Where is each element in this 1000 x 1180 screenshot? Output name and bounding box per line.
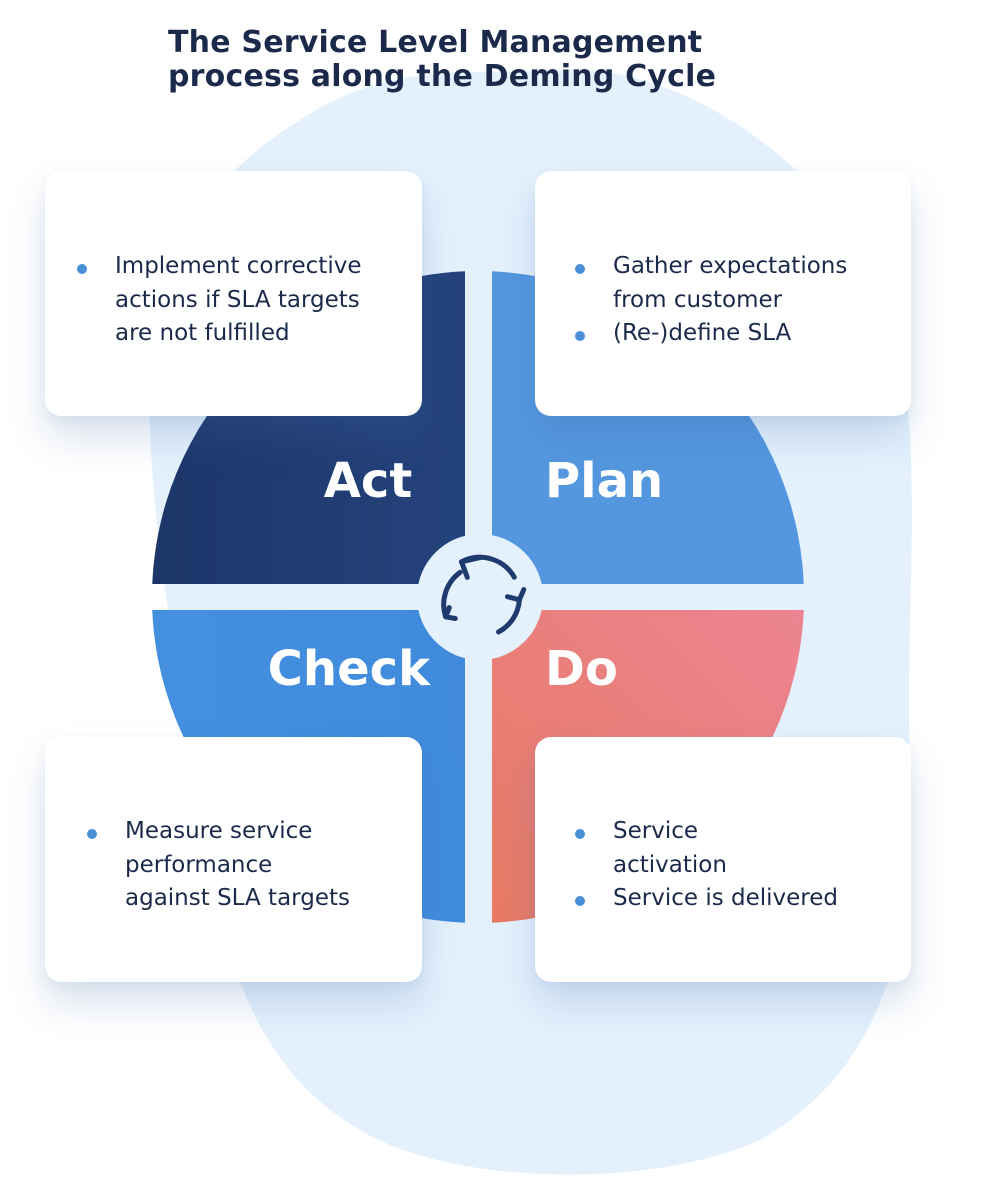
bullet-icon: [77, 264, 87, 274]
item-line: activation: [613, 851, 727, 878]
item-line: Service: [613, 818, 699, 844]
phase-label-do: Do: [545, 641, 618, 697]
page-title: The Service Level Management process alo…: [168, 26, 808, 93]
item-line: are not fulfilled: [115, 320, 290, 346]
list-item: Service activation: [573, 815, 838, 882]
bullet-icon: [575, 331, 585, 341]
phase-label-plan: Plan: [545, 453, 663, 509]
list-item: (Re-)define SLA: [573, 317, 847, 351]
card-do: Service activation Service is delivered: [535, 737, 911, 982]
card-do-list: Service activation Service is delivered: [573, 815, 838, 916]
item-line: actions if SLA targets: [115, 286, 360, 313]
list-item: Measure service performance against SLA …: [85, 815, 350, 916]
bullet-icon: [575, 264, 585, 274]
bullet-icon: [575, 829, 585, 839]
cycle-arrows-icon: [417, 534, 543, 660]
phase-label-check: Check: [268, 641, 431, 697]
item-line: Measure service: [125, 818, 313, 844]
bullet-icon: [87, 829, 97, 839]
card-check-list: Measure service performance against SLA …: [85, 815, 350, 916]
phase-label-act: Act: [324, 453, 413, 509]
card-plan: Gather expectations from customer (Re-)d…: [535, 171, 911, 416]
item-line: Gather expectations: [613, 253, 848, 279]
list-item: Service is delivered: [573, 882, 838, 916]
card-plan-list: Gather expectations from customer (Re-)d…: [573, 250, 847, 351]
card-act: Implement corrective actions if SLA targ…: [45, 171, 422, 416]
item-line: against SLA targets: [125, 885, 350, 911]
title-line-2: process along the Deming Cycle: [168, 58, 717, 94]
list-item: Gather expectations from customer: [573, 250, 847, 317]
item-line: from customer: [613, 286, 783, 313]
item-line: Service is delivered: [613, 885, 838, 911]
title-line-1: The Service Level Management: [168, 25, 703, 60]
item-line: performance: [125, 851, 273, 878]
bullet-icon: [575, 896, 585, 906]
card-check: Measure service performance against SLA …: [45, 737, 422, 982]
list-item: Implement corrective actions if SLA targ…: [75, 250, 361, 351]
card-act-list: Implement corrective actions if SLA targ…: [75, 250, 361, 351]
item-line: (Re-)define SLA: [613, 320, 792, 346]
item-line: Implement corrective: [115, 253, 362, 279]
